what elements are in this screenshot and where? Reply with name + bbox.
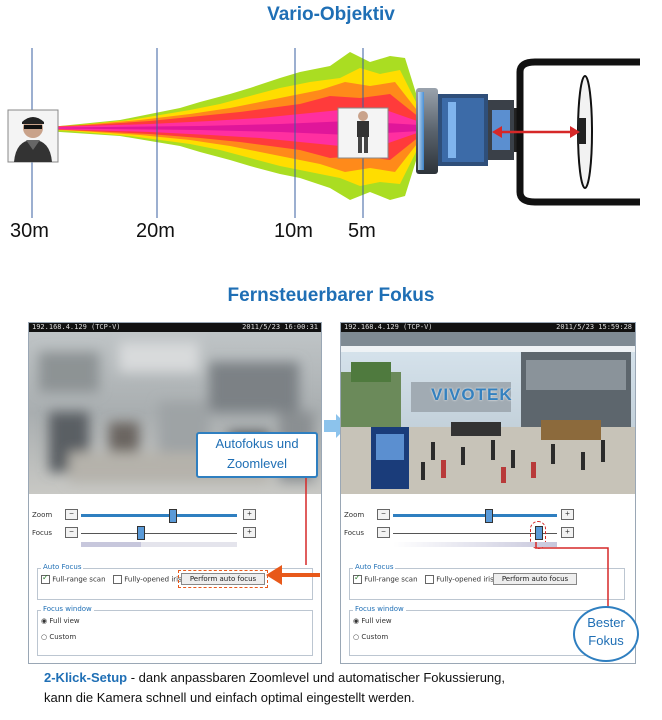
distance-label-5m: 5m — [348, 220, 376, 242]
auto-focus-section — [37, 568, 313, 600]
video-header-right: 192.168.4.129 (TCP-V) 2011/5/23 15:59:28 — [341, 323, 635, 332]
distance-label-20m: 20m — [136, 220, 175, 242]
full-view-label: Full view — [361, 617, 392, 625]
custom-option[interactable]: ○ Custom — [353, 633, 388, 641]
zoom-plus-button[interactable]: + — [243, 509, 256, 520]
callout-connector-left — [305, 465, 307, 565]
callout-bester-line1: Bester — [587, 615, 625, 630]
full-view-option[interactable]: ◉ Full view — [41, 617, 80, 625]
callout-autofokus-line1: Autofokus und — [215, 436, 299, 451]
zoom-plus-button[interactable]: + — [561, 509, 574, 520]
ip-address: 192.168.4.129 (TCP-V) — [32, 323, 121, 331]
vario-lens-diagram — [7, 48, 640, 218]
focus-plus-button[interactable]: + — [243, 527, 256, 538]
zoom-minus-button[interactable]: − — [377, 509, 390, 520]
timestamp: 2011/5/23 15:59:28 — [556, 323, 632, 331]
focus-range-bar — [393, 542, 557, 547]
zoom-slider-handle[interactable] — [485, 509, 493, 523]
full-view-radio[interactable]: ◉ — [353, 617, 360, 625]
beam-wedge-magenta — [20, 121, 420, 135]
distance-label-10m: 10m — [274, 220, 313, 242]
perform-auto-focus-button[interactable]: Perform auto focus — [493, 573, 577, 585]
title-fernsteuerbarer-fokus: Fernsteuerbarer Fokus — [227, 285, 435, 306]
distance-label-30m: 30m — [10, 220, 49, 242]
focus-label: Focus — [344, 529, 364, 537]
fully-opened-iris-option[interactable]: Fully-opened iris — [425, 575, 494, 584]
callout-autofokus: Autofokus und Zoomlevel — [196, 432, 318, 478]
auto-focus-section — [349, 568, 625, 600]
zoom-label: Zoom — [344, 511, 365, 519]
focus-label: Focus — [32, 529, 52, 537]
fully-opened-label: Fully-opened iris — [124, 575, 182, 584]
camera-panel-right: 192.168.4.129 (TCP-V) 2011/5/23 15:59:28 — [340, 322, 636, 664]
focus-slider-track[interactable] — [81, 533, 237, 534]
full-view-radio[interactable]: ◉ — [41, 617, 48, 625]
footer-description: 2-Klick-Setup - dank anpassbaren Zoomlev… — [44, 668, 654, 708]
callout-autofokus-line2: Zoomlevel — [227, 456, 287, 471]
callout-connector-right — [535, 542, 609, 608]
focus-window-title: Focus window — [41, 605, 94, 613]
focus-minus-button[interactable]: − — [377, 527, 390, 538]
ip-address: 192.168.4.129 (TCP-V) — [344, 323, 433, 331]
camera-housing — [516, 58, 640, 206]
full-view-label: Full view — [49, 617, 80, 625]
full-range-checkbox[interactable]: ✓ — [353, 573, 362, 584]
custom-radio[interactable]: ○ — [41, 633, 48, 641]
person-thumbnail-near — [337, 107, 389, 159]
custom-option[interactable]: ○ Custom — [41, 633, 76, 641]
focus-window-title: Focus window — [353, 605, 406, 613]
perform-auto-focus-button[interactable]: Perform auto focus — [178, 570, 268, 588]
focus-minus-button[interactable]: − — [65, 527, 78, 538]
camera-panel-left: 192.168.4.129 (TCP-V) 2011/5/23 16:00:31… — [28, 322, 322, 664]
zoom-slider-handle[interactable] — [169, 509, 177, 523]
auto-focus-title: Auto Focus — [41, 563, 84, 571]
fully-opened-label: Fully-opened iris — [436, 575, 494, 584]
focus-plus-button[interactable]: + — [561, 527, 574, 538]
zoom-minus-button[interactable]: − — [65, 509, 78, 520]
auto-focus-title: Auto Focus — [353, 563, 396, 571]
footer-bold: 2-Klick-Setup — [44, 670, 128, 685]
zoom-label: Zoom — [32, 511, 53, 519]
focus-window-section — [37, 610, 313, 656]
zoom-slider-track[interactable] — [393, 514, 557, 517]
person-thumbnail-far — [7, 109, 59, 163]
fully-opened-checkbox[interactable] — [425, 575, 434, 584]
full-range-label: Full-range scan — [364, 575, 418, 584]
orange-arrow-icon — [266, 565, 320, 585]
custom-radio[interactable]: ○ — [353, 633, 360, 641]
footer-line2: kann die Kamera schnell und einfach opti… — [44, 690, 415, 705]
full-view-option[interactable]: ◉ Full view — [353, 617, 392, 625]
custom-label: Custom — [361, 633, 389, 641]
callout-bester-fokus: Bester Fokus — [573, 606, 639, 662]
full-range-scan-option[interactable]: ✓ Full-range scan — [41, 573, 106, 584]
full-range-label: Full-range scan — [52, 575, 106, 584]
callout-bester-line2: Fokus — [588, 633, 624, 648]
title-vario-objektiv: Vario-Objektiv — [267, 4, 395, 25]
focus-slider-handle[interactable] — [137, 526, 145, 540]
focus-range-bar — [81, 542, 237, 547]
zoom-slider-track[interactable] — [81, 514, 237, 517]
full-range-checkbox[interactable]: ✓ — [41, 573, 50, 584]
custom-label: Custom — [49, 633, 77, 641]
full-range-scan-option[interactable]: ✓ Full-range scan — [353, 573, 418, 584]
fully-opened-checkbox[interactable] — [113, 575, 122, 584]
sharp-video-frame — [341, 332, 635, 494]
timestamp: 2011/5/23 16:00:31 — [242, 323, 318, 331]
footer-line1: - dank anpassbaren Zoomlevel und automat… — [127, 670, 506, 685]
fully-opened-iris-option[interactable]: Fully-opened iris — [113, 575, 182, 584]
video-header-left: 192.168.4.129 (TCP-V) 2011/5/23 16:00:31 — [29, 323, 321, 332]
focus-slider-track[interactable] — [393, 533, 557, 534]
vivotek-watermark: VIVOTEK — [431, 385, 513, 404]
